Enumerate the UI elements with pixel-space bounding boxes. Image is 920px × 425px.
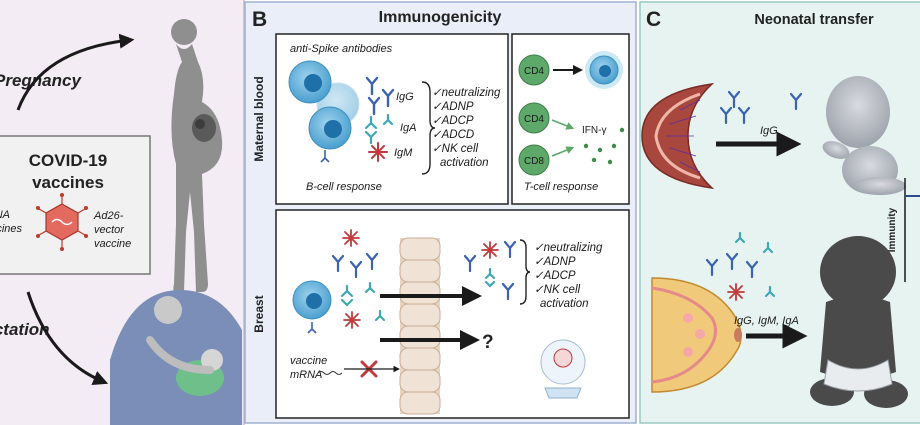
nursing-mother-icon <box>110 290 242 425</box>
fetus-icon <box>192 114 216 142</box>
cd4-ifn-arrow <box>551 119 575 130</box>
cd4-label: CD4 <box>524 114 544 125</box>
igg-label: IgG <box>396 91 414 103</box>
pregnant-woman-icon <box>171 19 223 292</box>
breast-function: ✓NK cell <box>534 284 581 296</box>
ad26-virus-icon <box>36 193 88 251</box>
activated-t-cell <box>585 51 623 89</box>
vaccine-mrna-line2: mRNA <box>290 369 322 381</box>
blood-function: ✓NK cell <box>432 143 479 155</box>
mrna-strand-icon <box>317 371 343 375</box>
cd8-label: CD8 <box>524 156 544 167</box>
infant-icon <box>810 236 908 408</box>
igm-antibody-icon <box>368 142 388 162</box>
breast-brace <box>519 239 531 305</box>
lipid-nanoparticle-lab-icon <box>540 339 586 399</box>
vaccines-box <box>0 135 151 275</box>
breast-label: Breast <box>252 295 266 332</box>
blood-function: ✓ADCD <box>432 129 474 141</box>
placenta-icon <box>641 82 715 190</box>
ad26-label-line3: vaccine <box>94 238 131 250</box>
milk-antibodies <box>705 231 776 301</box>
cd4-cell-a: CD4 <box>518 54 550 86</box>
breast-tissue-icon <box>651 277 742 393</box>
maternal-blood-label: Maternal blood <box>252 76 266 161</box>
pregnancy-label: Pregnancy <box>0 71 82 90</box>
bcell-brace <box>421 81 436 175</box>
mrna-vaccine-line2: vaccines <box>0 223 23 235</box>
vaccines-title-line2: vaccines <box>32 173 104 192</box>
breast-function: ✓ADCP <box>534 270 576 282</box>
unknown-transfer-mark: ? <box>482 332 494 353</box>
blood-function: activation <box>440 157 489 169</box>
placental-igg-label: IgG <box>760 125 778 137</box>
breast-box <box>275 209 630 419</box>
cd4-label: CD4 <box>524 66 544 77</box>
blood-functions-list: ✓neutralizing ✓ADNP ✓ADCP ✓ADCD ✓NK cell… <box>432 87 501 169</box>
bcell-caption: B-cell response <box>306 181 382 193</box>
cytokine-dots <box>583 127 625 165</box>
arrow-to-lactation <box>26 291 109 385</box>
cd8-ifn-arrow <box>551 146 575 157</box>
cd4-cell-b: CD4 <box>518 102 550 134</box>
lactation-label: Lactation <box>0 320 50 339</box>
breast-function: activation <box>540 298 589 310</box>
cd8-cell: CD8 <box>518 144 550 176</box>
arrow-to-pregnancy <box>16 33 135 111</box>
breast-functions-list: ✓neutralizing ✓ADNP ✓ADCP ✓NK cell activ… <box>534 242 603 310</box>
blood-function: ✓ADCP <box>432 115 474 127</box>
ad26-label-line1: Ad26- <box>93 210 124 222</box>
breast-epithelium <box>399 237 441 415</box>
breast-antibodies-left <box>331 229 386 329</box>
placenta-antibodies <box>719 90 803 125</box>
b-cell-cluster <box>288 60 360 163</box>
igm-label: IgM <box>394 147 413 159</box>
panel-c-title: Neonatal transfer <box>754 12 874 28</box>
anti-spike-label: anti-Spike antibodies <box>290 43 393 55</box>
panel-b-title: Immunogenicity <box>379 9 502 26</box>
panel-c: C Neonatal transfer IgG Immunity <box>639 1 920 424</box>
ad26-label-line2: vector <box>94 224 125 236</box>
mrna-vaccine-line1: mRNA <box>0 209 10 221</box>
panel-b: B Immunogenicity Maternal blood anti-Spi… <box>244 1 637 424</box>
ifn-gamma-label: IFN-γ <box>582 125 606 136</box>
blood-function: ✓ADNP <box>432 101 474 113</box>
fetus-baby-icon <box>822 76 906 195</box>
iga-antibodies <box>364 113 394 145</box>
panel-c-letter: C <box>646 8 661 31</box>
panel-a: Pregnancy Lactation COVID-19 vaccines mR… <box>0 0 245 425</box>
breast-function: ✓ADNP <box>534 256 576 268</box>
breast-antibodies-right <box>463 240 517 301</box>
iga-label: IgA <box>400 122 417 134</box>
tcell-caption: T-cell response <box>524 181 598 193</box>
milk-antibodies-label: IgG, IgM, IgA <box>734 315 799 327</box>
vaccine-mrna-line1: vaccine <box>290 355 327 367</box>
panel-b-letter: B <box>252 8 267 31</box>
blood-function: ✓neutralizing <box>432 87 501 99</box>
immunity-axis-label: Immunity <box>887 207 898 252</box>
vaccines-title-line1: COVID-19 <box>29 151 107 170</box>
breast-b-cell <box>292 280 332 334</box>
breast-function: ✓neutralizing <box>534 242 603 254</box>
igg-antibodies <box>365 76 395 116</box>
